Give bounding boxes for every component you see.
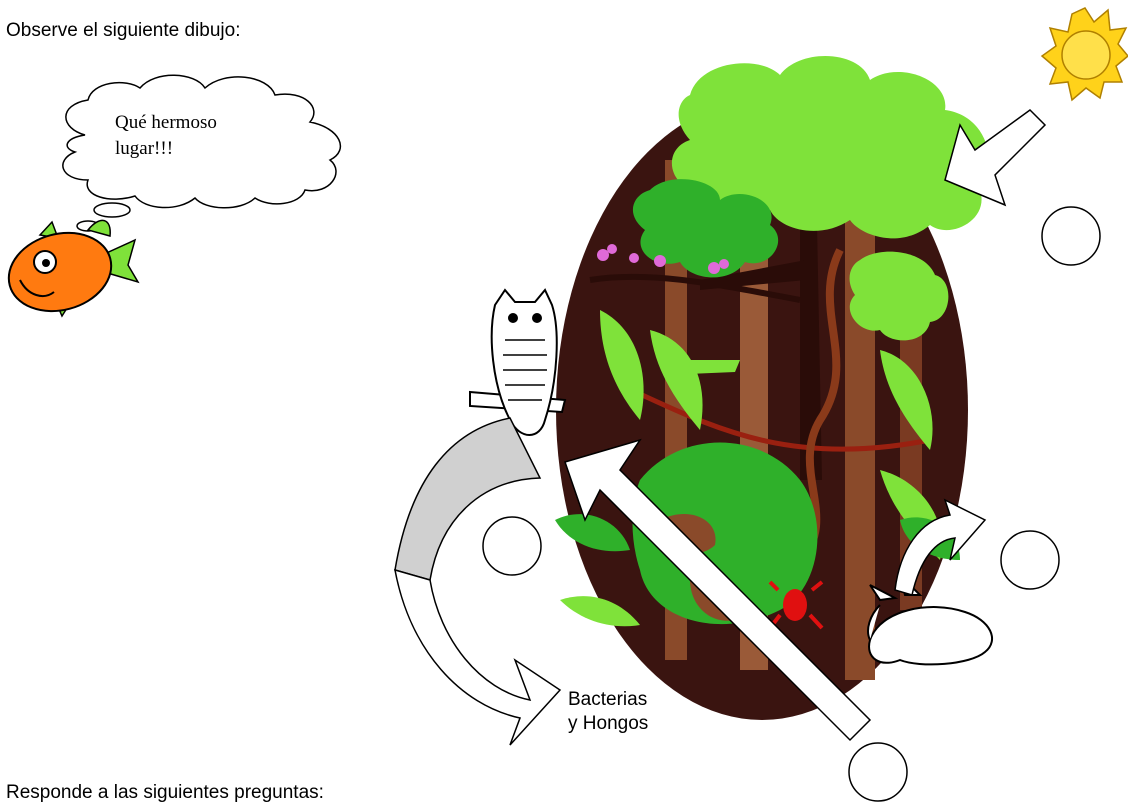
owl-icon — [470, 290, 565, 435]
answer-circle-1[interactable] — [1042, 207, 1100, 265]
questions-heading: Responde a las siguientes preguntas: — [6, 782, 324, 804]
decomposers-label: Bacterias y Hongos — [568, 688, 648, 736]
thought-bubble-text: Qué hermoso lugar!!! — [115, 110, 295, 162]
decomposers-line-2: y Hongos — [568, 712, 648, 736]
answer-circle-2[interactable] — [483, 517, 541, 575]
fish-icon — [0, 220, 138, 322]
answer-circle-3[interactable] — [1001, 531, 1059, 589]
decomposers-line-1: Bacterias — [568, 688, 648, 712]
answer-circle-4[interactable] — [849, 743, 907, 801]
sun-icon — [1042, 8, 1128, 100]
cycle-arrow-lower — [395, 570, 560, 745]
thought-line-2: lugar!!! — [115, 136, 295, 162]
thought-line-1: Qué hermoso — [115, 110, 295, 136]
